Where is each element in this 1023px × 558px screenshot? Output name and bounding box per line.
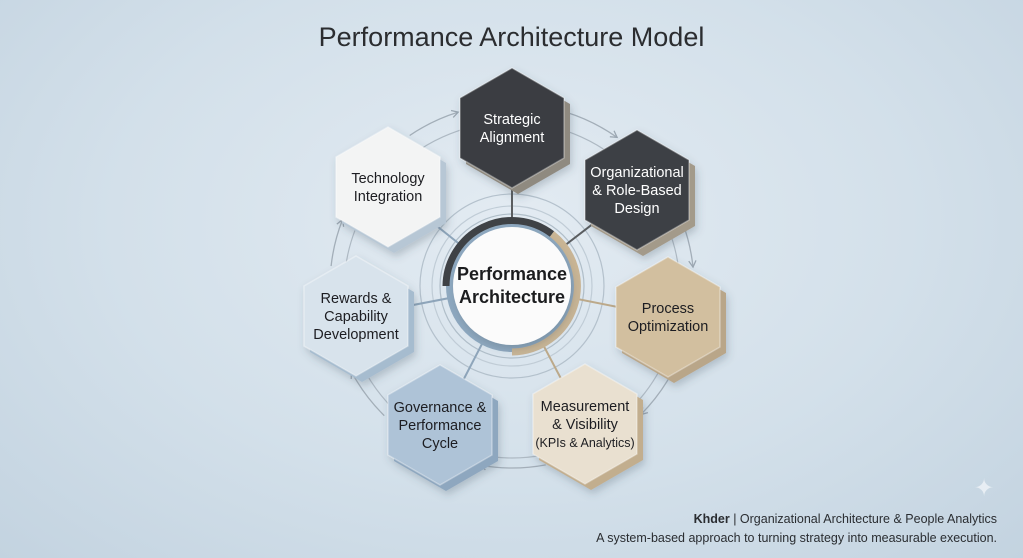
hex-shape <box>303 255 409 377</box>
footer-author: Khder <box>693 512 730 526</box>
hex-label-line: Strategic <box>483 112 540 128</box>
center-ring-dark-arc <box>442 217 555 287</box>
hex-label-line: & Role-Based <box>592 183 681 199</box>
hex-label-line: Cycle <box>422 436 458 452</box>
hex-label-line: Design <box>614 201 659 217</box>
hex-label-line: (KPIs & Analytics) <box>535 436 634 450</box>
page-title: Performance Architecture Model <box>318 22 705 52</box>
hex-label-line: Organizational <box>590 165 684 181</box>
hex-label-line: Measurement <box>541 399 630 415</box>
hex-shape <box>459 67 565 189</box>
hex-label-line: Process <box>642 301 694 317</box>
hex-shape <box>532 363 638 485</box>
hex-shape <box>387 364 493 486</box>
hex-node-measurement-visibility[interactable]: Measurement & Visibility (KPIs & Analytics… <box>532 363 643 490</box>
footer-tagline: A system-based approach to turning strat… <box>596 531 997 545</box>
center-label-line: Performance <box>457 264 567 284</box>
center-ring-tan-arc <box>511 231 581 356</box>
hex-label-line: Integration <box>354 189 423 205</box>
sparkle-icon: ✦ <box>974 475 995 502</box>
hex-label-line: Alignment <box>480 130 544 146</box>
hex-shape <box>584 129 690 251</box>
hex-label-line: Rewards & <box>321 291 392 307</box>
hex-label-line: Governance & <box>394 400 487 416</box>
hex-label-line: Technology <box>351 171 425 187</box>
footer-subtitle: | Organizational Architecture & People A… <box>729 512 997 526</box>
cycle-arrow <box>409 109 460 137</box>
footer-credit: Khder | Organizational Architecture & Pe… <box>694 511 997 527</box>
hex-label-line: Optimization <box>628 319 709 335</box>
hex-shape <box>615 256 721 378</box>
center-circle <box>453 227 571 345</box>
center-label-line: Architecture <box>459 287 565 307</box>
hex-label-line: Performance <box>398 418 481 434</box>
hex-label-line: Development <box>313 327 398 343</box>
hex-label-line: & Visibility <box>552 417 619 433</box>
hex-label-line: Capability <box>324 309 388 325</box>
hex-shape <box>335 126 441 248</box>
cycle-arrow <box>330 218 345 267</box>
